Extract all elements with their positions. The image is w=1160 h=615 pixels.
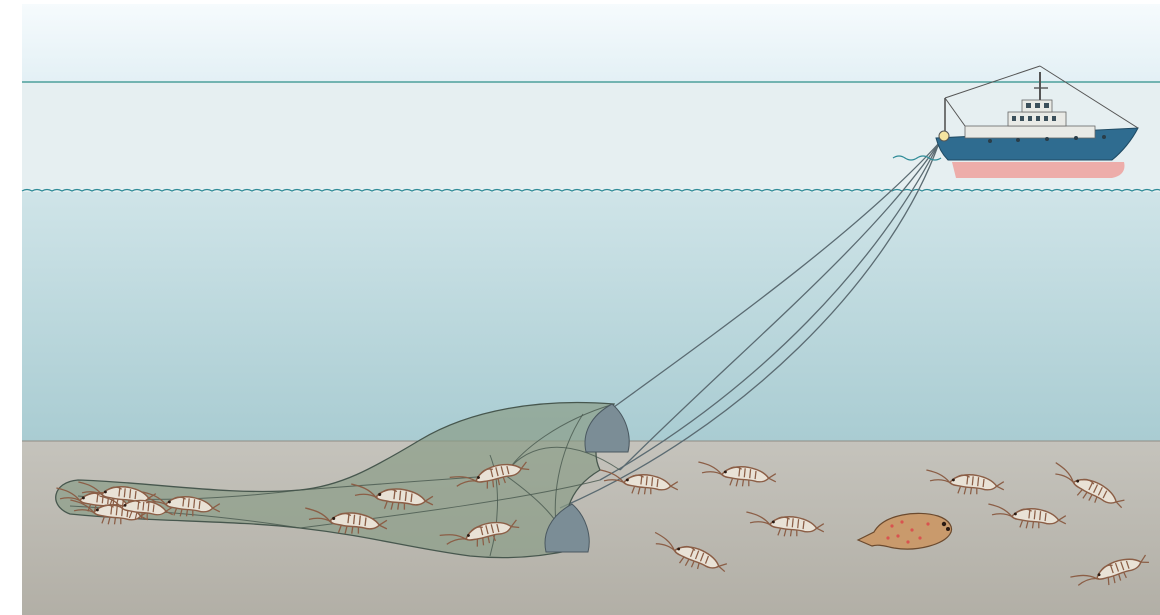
sky: [22, 4, 1160, 82]
